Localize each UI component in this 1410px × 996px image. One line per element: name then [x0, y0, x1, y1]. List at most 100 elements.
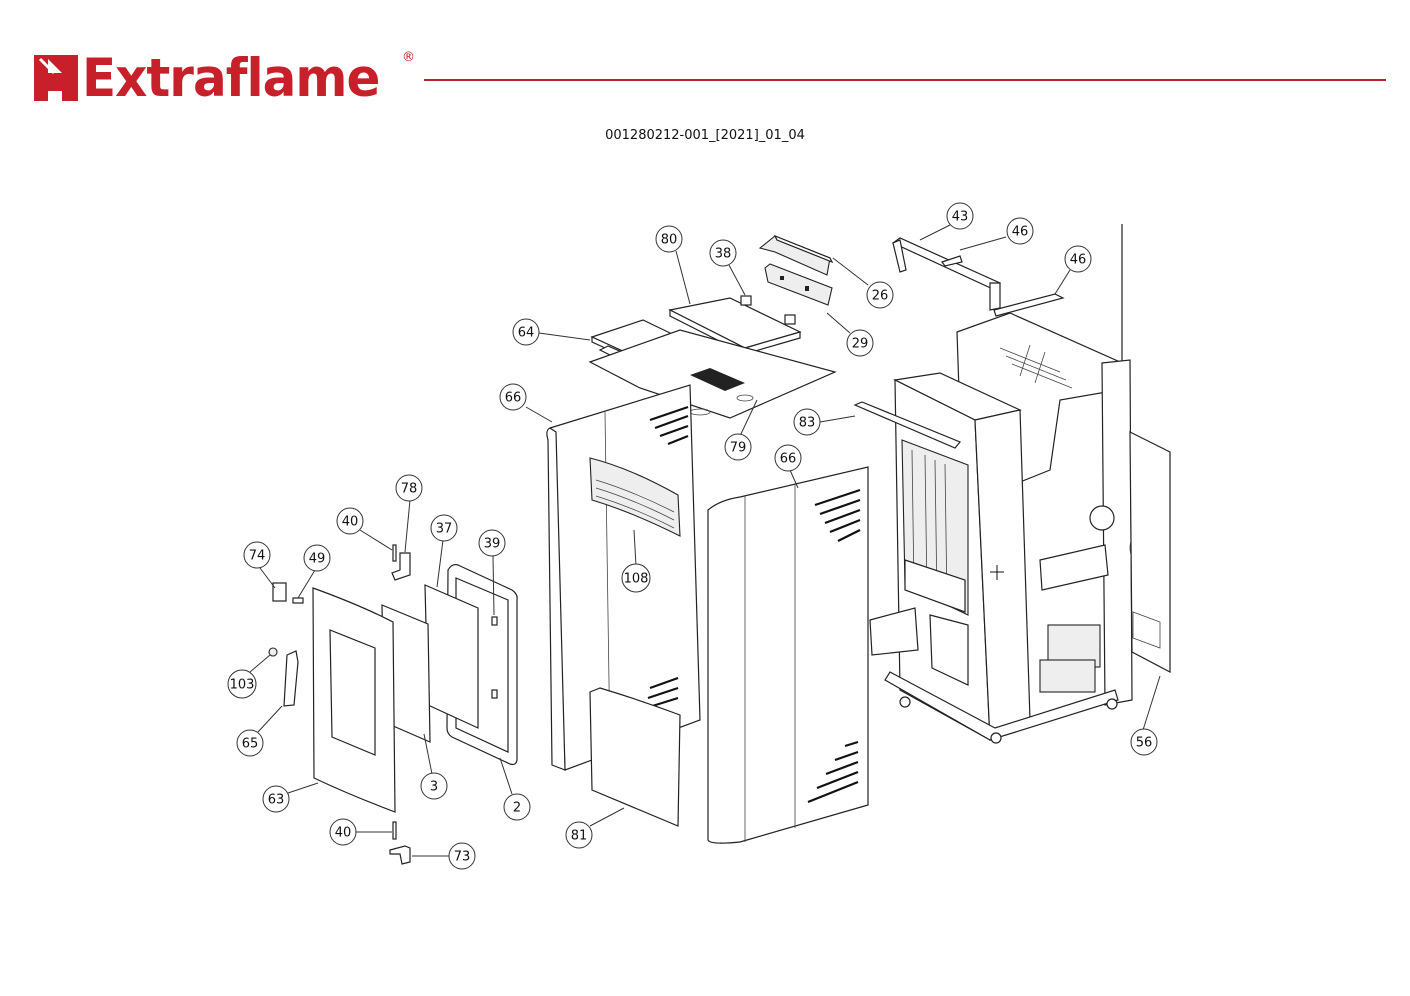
- callout-circle: [512, 318, 540, 346]
- callout-label: 39: [484, 537, 501, 552]
- callout-circle: [478, 529, 506, 557]
- callout-label: 49: [309, 552, 326, 567]
- callout-circle: [846, 329, 874, 357]
- callout-circle: [793, 408, 821, 436]
- callout-door-hinge-lower: 73: [448, 842, 476, 870]
- callout-hopper-lid-housing: 29: [846, 329, 874, 357]
- callout-circle: [329, 818, 357, 846]
- callout-circle: [655, 225, 683, 253]
- callout-bracket-rail-lower: 46: [1064, 245, 1092, 273]
- document-code: 001280212-001_[2021]_01_04: [605, 128, 805, 143]
- callout-label: 66: [505, 391, 522, 406]
- callout-circle: [1006, 217, 1034, 245]
- callout-handle-screw: 103: [227, 669, 257, 699]
- callout-label: 26: [872, 289, 889, 304]
- callout-side-panel-right: 66: [774, 444, 802, 472]
- callout-top-cover-front: 64: [512, 318, 540, 346]
- part-top-hinge-clip: [740, 295, 796, 325]
- part-hinge-pin-lower: [392, 821, 397, 840]
- callout-hinge-pin-lower: 40: [329, 818, 357, 846]
- part-door-latch: [272, 582, 287, 602]
- callout-label: 63: [268, 793, 285, 808]
- part-handle-screw: [268, 647, 278, 657]
- callout-label: 46: [1070, 253, 1087, 268]
- part-door-handle: [283, 650, 299, 707]
- callout-label: 81: [571, 829, 588, 844]
- callout-circle: [709, 239, 737, 267]
- callout-door-glass: 37: [430, 514, 458, 542]
- callout-circle: [236, 729, 264, 757]
- callout-hinge-pin-upper: 40: [336, 507, 364, 535]
- callout-top-support-bracket: 43: [946, 202, 974, 230]
- part-cross-bar: [853, 401, 961, 449]
- callout-top-hinge-clip: 38: [709, 239, 737, 267]
- part-bracket-rail-lower: [993, 293, 1065, 317]
- callout-label: 66: [780, 452, 797, 467]
- callout-circle: [1064, 245, 1092, 273]
- callout-circle: [503, 793, 531, 821]
- part-door-frame: [312, 587, 396, 813]
- callout-circle: [499, 383, 527, 411]
- brand-logo: Extraflame ®: [34, 47, 415, 109]
- part-top-plate: [588, 329, 837, 419]
- callout-label: 37: [436, 522, 453, 537]
- extraflame-flame-mark-icon: [34, 55, 78, 101]
- callout-circle: [303, 544, 331, 572]
- callout-circle: [262, 785, 290, 813]
- callout-hopper-lid-hinge: 26: [866, 281, 894, 309]
- part-rear-panel: [1129, 431, 1171, 673]
- callout-lower-front-panel: 81: [565, 821, 593, 849]
- callout-circle: [866, 281, 894, 309]
- callout-label: 29: [852, 337, 869, 352]
- callout-top-cover-rear: 80: [655, 225, 683, 253]
- callout-door-gasket: 2: [503, 793, 531, 821]
- callout-label: 40: [342, 515, 359, 530]
- callout-cross-bar: 83: [793, 408, 821, 436]
- brand-name: Extraflame: [82, 47, 380, 109]
- part-stove-body: [869, 312, 1151, 744]
- callout-group: 80 38 26 29 43 46 46 64 66 79 83 66 78 40 37 39 74 49 108 1…: [227, 202, 1158, 870]
- callout-circle: [430, 514, 458, 542]
- part-hopper-lid-hinge: [758, 234, 834, 276]
- callout-label: 64: [518, 326, 535, 341]
- leader-lines: [249, 224, 1161, 857]
- part-top-support-bracket: [891, 237, 1001, 311]
- callout-circle: [395, 474, 423, 502]
- callout-circle: [448, 842, 476, 870]
- callout-circle: [565, 821, 593, 849]
- callout-door-handle: 65: [236, 729, 264, 757]
- callout-label: 40: [335, 826, 352, 841]
- callout-label: 103: [230, 678, 255, 693]
- callout-circle: [724, 433, 752, 461]
- callout-label: 56: [1136, 736, 1153, 751]
- callout-label: 46: [1012, 225, 1029, 240]
- callout-latch-pin: 49: [303, 544, 331, 572]
- callout-label: 78: [401, 482, 418, 497]
- callout-glass-clip: 39: [478, 529, 506, 557]
- callout-label: 83: [799, 416, 816, 431]
- callout-label: 79: [730, 441, 747, 456]
- callout-label: 3: [430, 780, 438, 795]
- callout-door-frame: 63: [262, 785, 290, 813]
- part-latch-pin: [292, 597, 304, 604]
- callout-circle: [946, 202, 974, 230]
- callout-circle: [420, 772, 448, 800]
- callout-circle: [774, 444, 802, 472]
- callout-circle: [243, 541, 271, 569]
- callout-label: 74: [249, 549, 266, 564]
- callout-door-latch: 74: [243, 541, 271, 569]
- callout-bracket-rail-upper: 46: [1006, 217, 1034, 245]
- callout-circle: [621, 563, 651, 593]
- part-front-grille: [589, 457, 681, 537]
- part-door-hinge-upper: [391, 552, 411, 581]
- part-door-hinge-lower: [389, 845, 411, 865]
- callout-circle: [336, 507, 364, 535]
- callout-label: 73: [454, 850, 471, 865]
- callout-rear-panel: 56: [1130, 728, 1158, 756]
- part-hinge-pin-upper: [392, 544, 397, 562]
- part-side-panel-right: [707, 466, 869, 844]
- callout-label: 108: [624, 572, 649, 587]
- part-hopper-lid-housing: [764, 263, 833, 306]
- part-door-glass: [424, 584, 479, 729]
- callout-front-grille: 108: [621, 563, 651, 593]
